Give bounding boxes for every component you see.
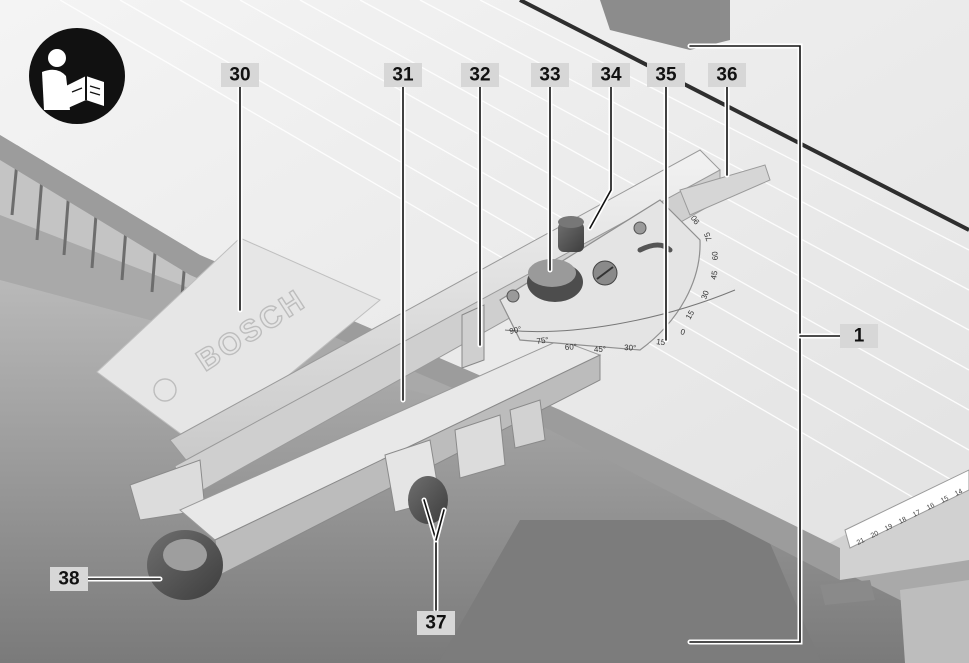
protractor-lower-label-6: 0 bbox=[680, 327, 687, 337]
table-ruler-labels: 21 20 19 18 17 16 15 14 bbox=[856, 488, 964, 547]
ruler-label-7: 14 bbox=[954, 488, 964, 498]
plate-screw-right bbox=[633, 221, 647, 235]
svg-text:34: 34 bbox=[600, 65, 622, 86]
pivot-screw-slot bbox=[596, 266, 614, 280]
protractor-upper-label-2: 45 bbox=[709, 269, 720, 280]
callout-35: 35 bbox=[647, 63, 685, 87]
callout-32: 32 bbox=[461, 63, 499, 87]
rail-end-knob-cap bbox=[163, 539, 207, 571]
protractor-lower-label-5: 15 bbox=[656, 337, 667, 347]
clamp-block-right bbox=[509, 399, 546, 449]
rail-end bbox=[679, 164, 771, 216]
callout-1: 1 bbox=[840, 324, 878, 348]
protractor-lower-scale: 90° 75° 60° 45° 30° 15 0 bbox=[509, 325, 687, 354]
ruler-label-6: 15 bbox=[940, 495, 950, 505]
clamp-knob bbox=[408, 476, 448, 524]
protractor-upper-label-4: 75 bbox=[702, 230, 714, 242]
ruler-label-4: 17 bbox=[912, 509, 922, 519]
ruler-label-3: 18 bbox=[898, 516, 908, 526]
plate-screw-left bbox=[506, 289, 520, 303]
svg-text:31: 31 bbox=[392, 65, 414, 86]
blade-guard bbox=[600, 0, 730, 50]
svg-text:37: 37 bbox=[425, 613, 446, 634]
protractor-lower-label-4: 30° bbox=[624, 343, 637, 353]
brand-emblem bbox=[153, 378, 177, 402]
svg-text:33: 33 bbox=[539, 65, 560, 86]
svg-text:35: 35 bbox=[655, 65, 677, 86]
svg-text:30: 30 bbox=[229, 65, 250, 86]
protractor-lower-label-3: 45° bbox=[594, 345, 606, 354]
leader-lines bbox=[85, 43, 843, 645]
protractor-upper-label-3: 60 bbox=[710, 250, 720, 260]
table-foot bbox=[820, 580, 875, 605]
table-ruler bbox=[844, 469, 969, 549]
protractor-lower-label-0: 90° bbox=[509, 325, 523, 336]
locking-knob-top bbox=[528, 259, 576, 287]
side-panel-right bbox=[900, 580, 969, 663]
callout-34: 34 bbox=[592, 63, 630, 87]
protractor-lower-label-2: 60° bbox=[565, 342, 578, 352]
svg-text:32: 32 bbox=[469, 65, 490, 86]
under-table-shadow bbox=[440, 520, 820, 660]
protractor-upper-label-1: 30 bbox=[699, 289, 711, 301]
ruler-label-0: 21 bbox=[856, 537, 866, 547]
callout-36: 36 bbox=[708, 63, 746, 87]
blade-slot bbox=[519, 0, 969, 232]
svg-text:36: 36 bbox=[716, 65, 737, 86]
protractor-lower-label-1: 75° bbox=[536, 335, 549, 346]
knob-34-top bbox=[558, 216, 584, 228]
ruler-label-5: 16 bbox=[926, 502, 936, 512]
svg-text:38: 38 bbox=[58, 569, 79, 590]
read-manual-icon bbox=[29, 28, 125, 124]
callout-31: 31 bbox=[384, 63, 422, 87]
ruler-label-1: 20 bbox=[870, 530, 880, 540]
callout-38: 38 bbox=[50, 567, 88, 591]
knob-34 bbox=[558, 222, 584, 252]
svg-text:1: 1 bbox=[854, 326, 865, 347]
protractor-scale-arc bbox=[504, 289, 736, 333]
ruler-label-2: 19 bbox=[884, 523, 894, 533]
callout-30: 30 bbox=[221, 63, 259, 87]
clamp-block-mid bbox=[454, 414, 506, 479]
callout-37: 37 bbox=[417, 611, 455, 635]
callout-33: 33 bbox=[531, 63, 569, 87]
